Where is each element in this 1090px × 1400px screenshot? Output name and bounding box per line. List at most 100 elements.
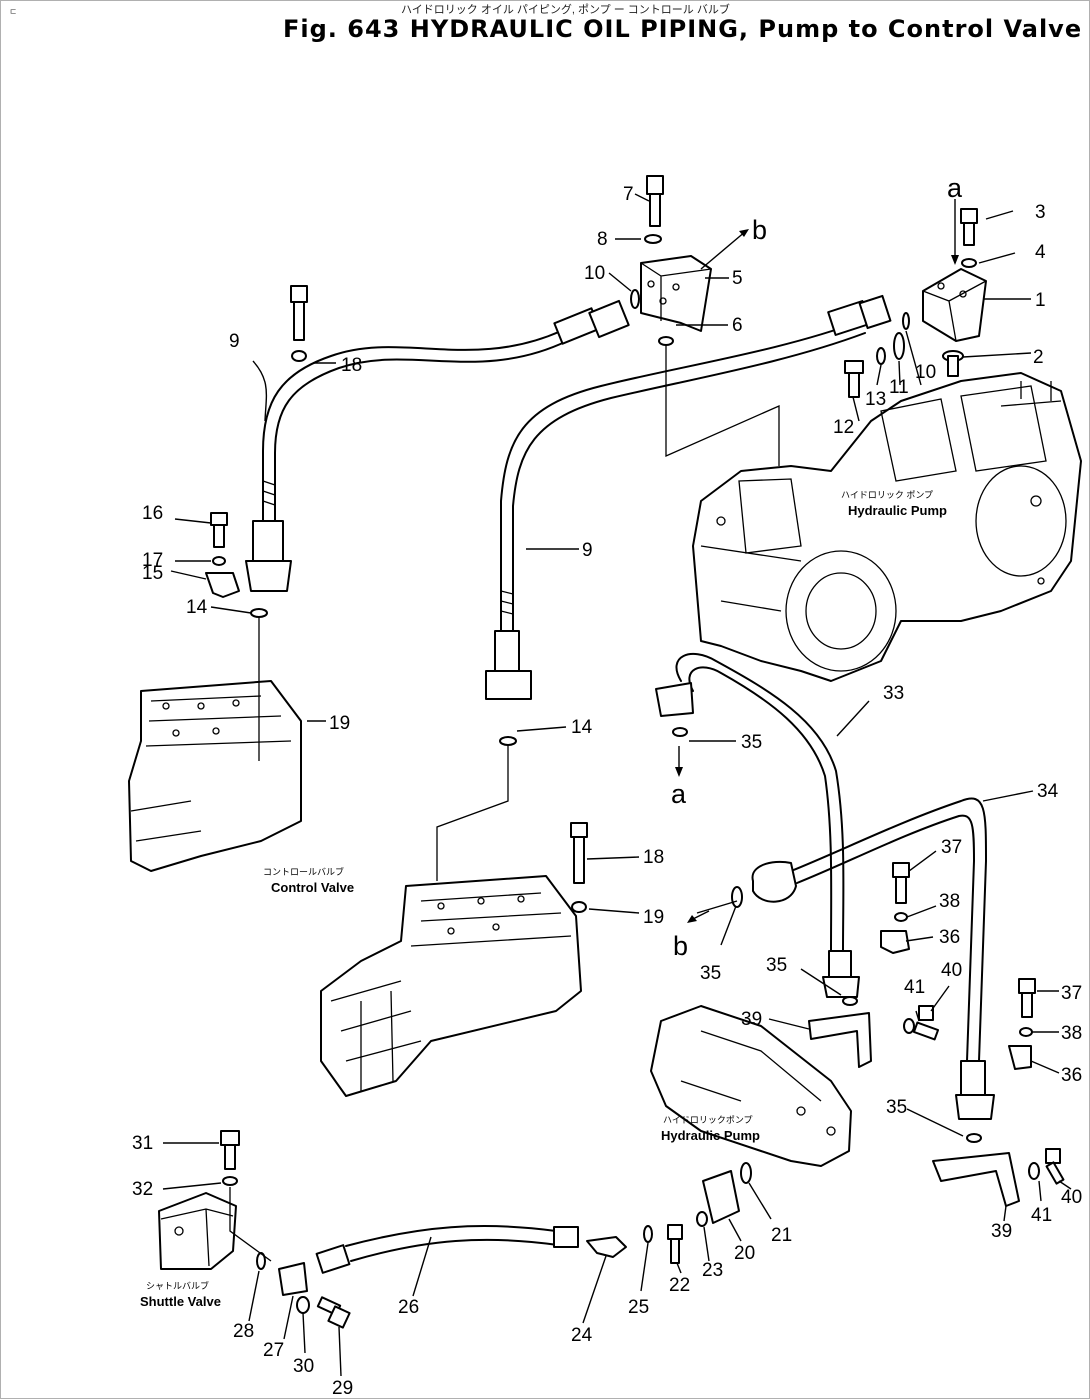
- callout-21: 21: [771, 1225, 792, 1246]
- oring-35-d: [966, 1133, 982, 1143]
- callout-39-middle: 39: [741, 1009, 762, 1030]
- callout-37-right: 37: [1061, 983, 1082, 1004]
- label-control-valve-jp: コントロールバルブ: [263, 866, 344, 877]
- washer-4: [961, 258, 977, 268]
- leader-6-pump: [665, 345, 780, 466]
- bolt-3: [960, 208, 978, 246]
- marker-b-bottom: b: [673, 931, 688, 961]
- callout-10-right: 10: [915, 362, 936, 383]
- leader-shuttle: [229, 1187, 272, 1262]
- hose-9-left: [245, 299, 630, 592]
- oring-14-upper: [250, 608, 268, 618]
- callout-5: 5: [732, 268, 743, 289]
- control-valve-upper: [128, 680, 302, 872]
- callout-37-middle: 37: [941, 837, 962, 858]
- washer-17: [212, 556, 226, 566]
- callout-6: 6: [732, 315, 743, 336]
- oring-10-right: [902, 312, 910, 330]
- shuttle-valve: [158, 1192, 237, 1270]
- main-hydraulic-pump: [692, 372, 1082, 682]
- callout-20: 20: [734, 1243, 755, 1264]
- oring-13: [876, 347, 886, 365]
- callout-23: 23: [702, 1260, 723, 1281]
- oring-14-lower: [499, 736, 517, 746]
- washer-38-right: [1019, 1027, 1033, 1037]
- callout-33: 33: [883, 683, 904, 704]
- callout-27: 27: [263, 1340, 284, 1361]
- figure-title: Fig. 643 HYDRAULIC OIL PIPING, Pump to C…: [283, 15, 1083, 43]
- label-control-valve: Control Valve: [271, 880, 354, 895]
- leader-14-lower: [436, 745, 509, 881]
- washer-19-lower: [571, 901, 587, 913]
- hose-26: [315, 1225, 579, 1274]
- plug-12: [844, 360, 864, 398]
- callout-40-right: 40: [1061, 1187, 1082, 1208]
- callout-19-upper: 19: [329, 713, 350, 734]
- callout-17: 17: [142, 550, 163, 571]
- callout-38-right: 38: [1061, 1023, 1082, 1044]
- callout-leaders: [162, 193, 1072, 1377]
- callout-2: 2: [1033, 347, 1044, 368]
- callout-18-lower: 18: [643, 847, 664, 868]
- callout-14-lower: 14: [571, 717, 593, 738]
- oring-11: [893, 332, 905, 360]
- bolt-18-lower: [570, 822, 588, 884]
- oring-35-a: [672, 727, 688, 737]
- oring-6: [658, 336, 674, 346]
- oring-35-b: [731, 886, 743, 908]
- callout-29: 29: [332, 1378, 353, 1399]
- callout-19-lower: 19: [643, 907, 664, 928]
- callout-7: 7: [623, 184, 634, 205]
- clamp-15: [205, 572, 240, 598]
- marker-b-top: b: [752, 215, 767, 245]
- plug-2: [942, 350, 964, 377]
- flange-27: [278, 1262, 308, 1296]
- callout-35-b: 35: [700, 963, 721, 984]
- callout-40-middle: 40: [941, 960, 962, 981]
- flange-1: [922, 268, 987, 342]
- bolt-29: [316, 1296, 351, 1329]
- callout-32: 32: [132, 1179, 153, 1200]
- callout-16: 16: [142, 503, 163, 524]
- arrowheads: [675, 229, 959, 923]
- hose-33: [655, 652, 860, 998]
- washer-41-right: [1028, 1162, 1040, 1180]
- callout-41-right: 41: [1031, 1205, 1052, 1226]
- flange-20: [702, 1170, 740, 1224]
- callout-8: 8: [597, 229, 608, 250]
- oring-35-c: [842, 996, 858, 1006]
- callout-38-middle: 38: [939, 891, 960, 912]
- bolt-31: [220, 1130, 240, 1170]
- oring-10-left: [630, 289, 640, 309]
- bolt-18-upper: [290, 285, 308, 341]
- callout-36-right: 36: [1061, 1065, 1082, 1086]
- callout-11: 11: [889, 377, 909, 398]
- washer-41-middle: [903, 1018, 915, 1034]
- callout-36-middle: 36: [939, 927, 960, 948]
- callout-24: 24: [571, 1325, 593, 1346]
- block-5: [640, 255, 712, 332]
- bracket-39-middle: [808, 1012, 872, 1068]
- washer-30: [296, 1296, 310, 1314]
- bracket-39-right: [932, 1152, 1020, 1207]
- bolt-22: [667, 1224, 683, 1264]
- washer-32: [222, 1176, 238, 1186]
- bolt-7: [646, 175, 664, 227]
- callout-3: 3: [1035, 202, 1046, 223]
- callout-13: 13: [865, 389, 886, 410]
- callout-10-left: 10: [584, 263, 605, 284]
- callout-25: 25: [628, 1297, 649, 1318]
- washer-19-upper: [291, 350, 307, 362]
- callout-34: 34: [1037, 781, 1059, 802]
- callout-30: 30: [293, 1356, 314, 1377]
- bolt-37-right: [1018, 978, 1036, 1018]
- label-shuttle-valve-jp: シャトルバルブ: [146, 1280, 209, 1291]
- bolt-16: [210, 512, 228, 548]
- hose-9-middle: [485, 294, 892, 700]
- label-lower-pump: Hydraulic Pump: [661, 1128, 760, 1143]
- callout-35-d: 35: [886, 1097, 907, 1118]
- washer-38-middle: [894, 912, 908, 922]
- callout-35-a: 35: [741, 732, 762, 753]
